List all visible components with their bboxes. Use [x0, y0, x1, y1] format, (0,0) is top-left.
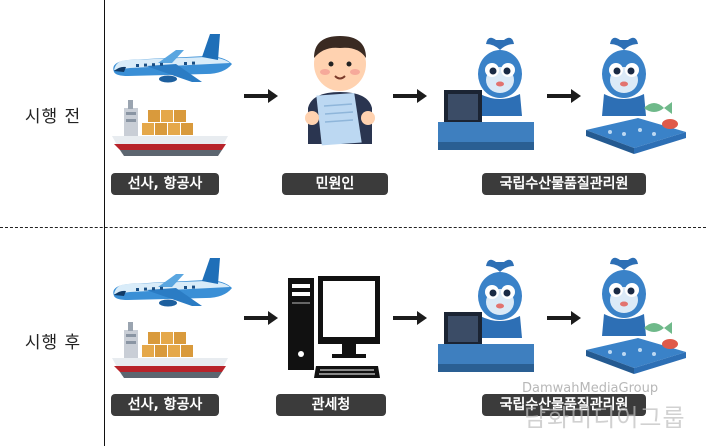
flow-arrow	[393, 311, 427, 325]
stage-nfqs-badge: 국립수산물품질관리원	[482, 173, 646, 195]
stage-customs-badge: 관세청	[276, 394, 386, 416]
row-divider	[0, 227, 706, 228]
stage-nfqs-badge: 국립수산물품질관리원	[482, 394, 646, 416]
mascot-at-computer-icon	[438, 37, 534, 150]
flow-arrow	[393, 89, 427, 103]
desktop-computer-icon	[288, 276, 380, 378]
person-holding-document-icon	[305, 36, 375, 146]
mascot-at-computer-icon	[438, 259, 534, 372]
watermark-korean: 담화미디어그룹	[524, 404, 686, 432]
stage-shipping-airline-badge: 선사, 항공사	[111, 173, 219, 195]
flow-arrow	[244, 89, 278, 103]
flow-arrow	[547, 311, 581, 325]
watermark-english: DamwahMediaGroup	[522, 381, 659, 396]
mascot-at-fish-tank-icon	[586, 37, 686, 154]
stage-shipping-airline-badge: 선사, 항공사	[111, 394, 219, 416]
airplane-icon	[113, 258, 232, 307]
row-label-before: 시행 전	[24, 107, 82, 127]
column-divider	[104, 0, 105, 446]
airplane-icon	[113, 34, 232, 83]
cargo-ship-icon	[112, 322, 228, 378]
row-label-after: 시행 후	[24, 333, 82, 353]
stage-applicant-badge: 민원인	[282, 173, 388, 195]
flow-arrow	[547, 89, 581, 103]
mascot-at-fish-tank-icon	[586, 257, 686, 374]
cargo-ship-icon	[112, 100, 228, 156]
flow-arrow	[244, 311, 278, 325]
